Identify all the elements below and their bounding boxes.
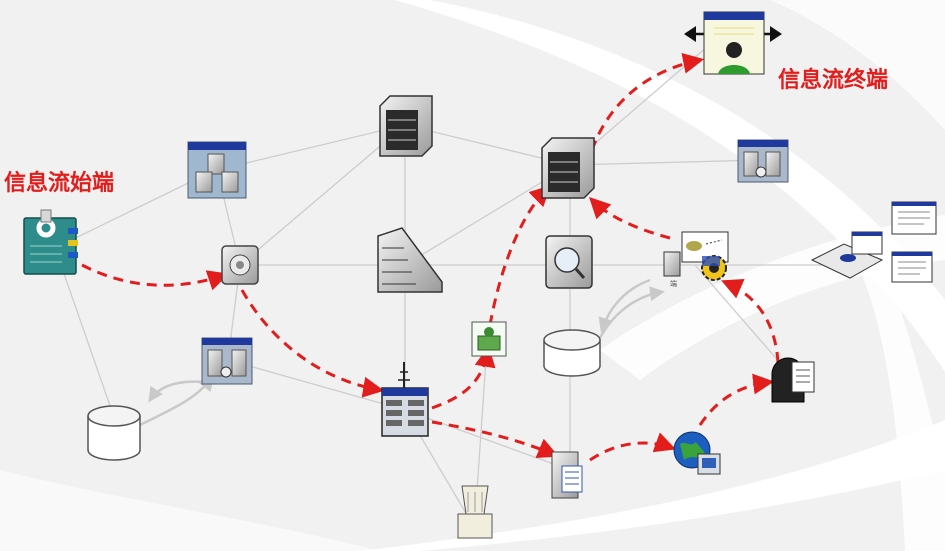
globe-internet-icon[interactable] <box>673 431 721 475</box>
admin-servers-window-icon[interactable] <box>201 337 253 385</box>
database-cylinder-icon[interactable] <box>87 405 141 461</box>
server-cluster-window-icon[interactable] <box>187 141 247 199</box>
document-tray-icon[interactable] <box>810 201 937 283</box>
mainframe-tower-icon[interactable] <box>381 362 429 437</box>
circuit-board-gear-icon[interactable] <box>23 209 78 275</box>
gear-chart-hub-icon[interactable]: 端 <box>663 231 729 288</box>
tool-stand-icon[interactable] <box>457 485 493 539</box>
tunnel-document-icon[interactable] <box>771 357 815 403</box>
rack-server-icon[interactable] <box>541 137 595 199</box>
source-label: 信息流始端 <box>4 171 115 196</box>
firewall-icon[interactable] <box>377 227 443 293</box>
rack-server-icon[interactable] <box>379 95 433 157</box>
information-flow-arrows <box>81 53 780 462</box>
terminal-label: 信息流终端 <box>778 68 889 93</box>
magnifier-device-icon[interactable] <box>545 235 593 289</box>
card-reader-icon[interactable] <box>471 321 507 357</box>
admin-servers-window-icon[interactable] <box>737 139 789 183</box>
svg-text:端: 端 <box>670 279 677 288</box>
database-cylinder-icon[interactable] <box>543 329 601 377</box>
switch-icon[interactable] <box>221 245 259 285</box>
user-window-arrows-icon[interactable] <box>684 11 782 75</box>
file-server-icon[interactable] <box>551 451 583 499</box>
